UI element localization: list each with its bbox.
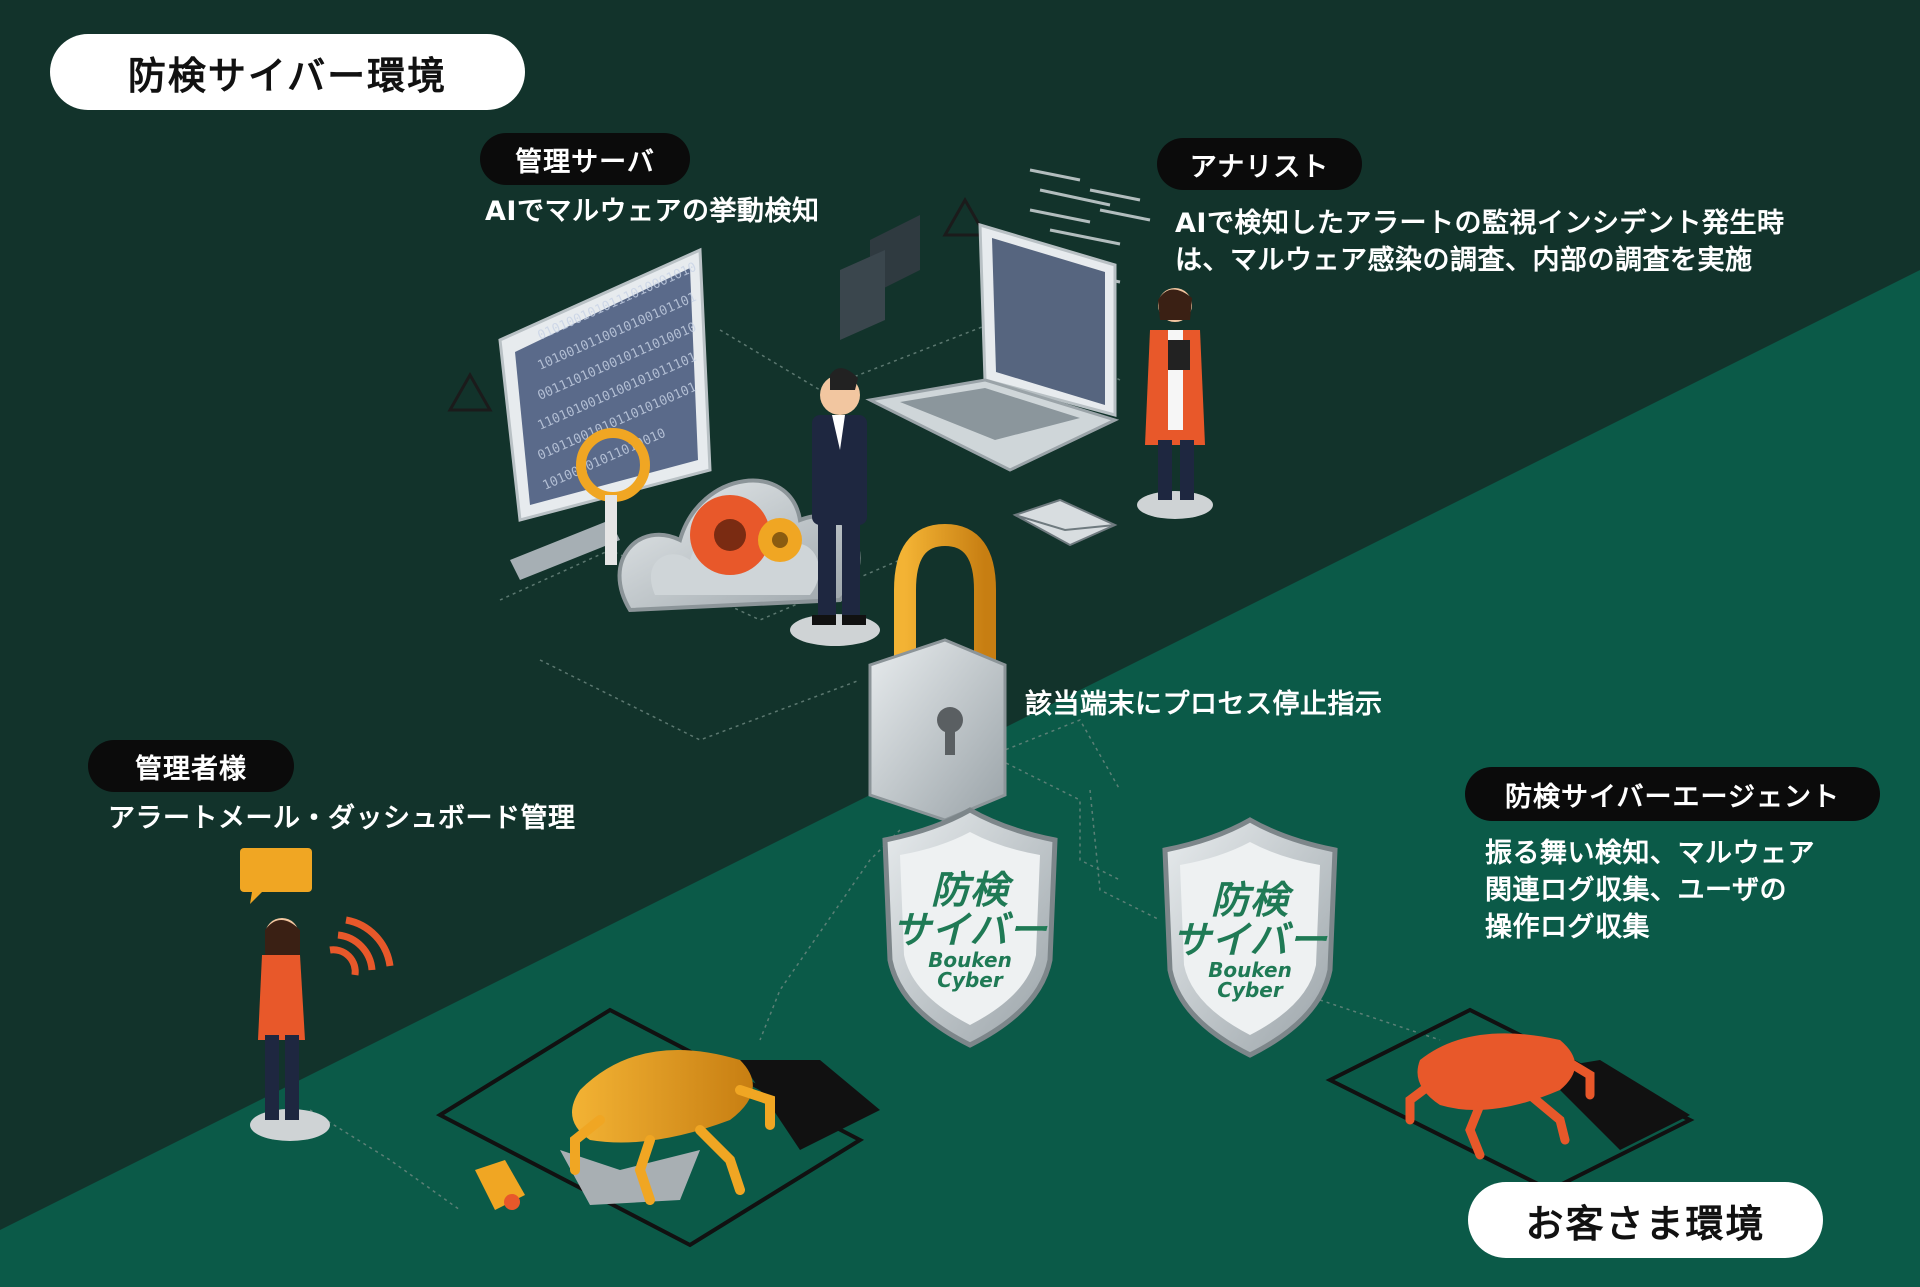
warning-icons [447, 196, 988, 412]
orange-bug-terminal [1325, 1007, 1695, 1193]
shield-2-logo-line1: 防検 [1210, 878, 1289, 922]
shield-1-logo-line1: 防検 [930, 868, 1009, 912]
shield-2-logo-line3: Bouken [1208, 958, 1292, 982]
analyst-illustration [1137, 288, 1213, 519]
magnifier-illustration [576, 428, 650, 565]
shield-1-logo: 防検 サイバー Bouken Cyber [880, 870, 1060, 990]
agent-description: 振る舞い検知、マルウェア 関連ログ収集、ユーザの 操作ログ収集 [1485, 835, 1815, 946]
yellow-bug-terminal [435, 1007, 880, 1248]
shield-2 [1162, 817, 1338, 1058]
laptop-illustration [865, 222, 1120, 472]
analyst-description: AIで検知したアラートの監視インシデント発生時 は、マルウェア感染の調査、内部の… [1175, 205, 1784, 279]
shield-1-logo-line2: サイバー [892, 908, 1048, 952]
management-server-description: AIでマルウェアの挙動検知 [485, 196, 820, 227]
agent-description-line-3: 操作ログ収集 [1485, 912, 1650, 943]
padlock-illustration [868, 523, 1007, 822]
businessman-illustration [790, 368, 880, 646]
analyst-label: アナリスト [1157, 138, 1362, 190]
administrator-illustration [240, 848, 394, 1141]
analyst-description-line-1: AIで検知したアラートの監視インシデント発生時 [1175, 208, 1785, 239]
shield-1-logo-line3: Bouken [928, 948, 1012, 972]
administrator-label: 管理者様 [88, 740, 294, 792]
shield-2-logo-line2: サイバー [1172, 918, 1328, 962]
bouken-env-title: 防検サイバー環境 [50, 34, 525, 110]
shield-2-logo: 防検 サイバー Bouken Cyber [1160, 880, 1340, 1000]
envelope-illustrations [475, 498, 1118, 1210]
agent-description-line-1: 振る舞い検知、マルウェア [1485, 838, 1815, 869]
lock-instruction-text: 該当端末にプロセス停止指示 [1025, 689, 1383, 720]
administrator-description: アラートメール・ダッシュボード管理 [108, 803, 576, 834]
management-server-label: 管理サーバ [480, 133, 690, 185]
shield-1 [882, 807, 1058, 1048]
document-illustrations [840, 215, 920, 340]
shield-1-logo-line4: Cyber [937, 968, 1003, 992]
cloud-gear-illustration [617, 478, 861, 613]
shield-2-logo-line4: Cyber [1217, 978, 1283, 1002]
analyst-description-line-2: は、マルウェア感染の調査、内部の調査を実施 [1175, 245, 1753, 276]
agent-label: 防検サイバーエージェント [1465, 767, 1880, 821]
customer-env-title: お客さま環境 [1468, 1182, 1823, 1258]
agent-description-line-2: 関連ログ収集、ユーザの [1485, 875, 1787, 906]
